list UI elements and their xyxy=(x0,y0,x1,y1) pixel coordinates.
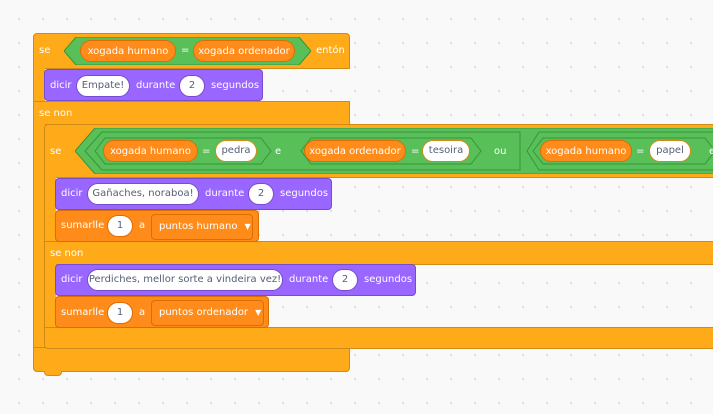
outer-if-label: se xyxy=(39,45,51,56)
say-draw-block[interactable] xyxy=(44,69,263,101)
say-lose-label: dicir xyxy=(61,274,83,285)
caret-down-icon: ▼ xyxy=(244,222,251,231)
inner-else-bar[interactable] xyxy=(44,241,713,265)
outer-else-arm[interactable] xyxy=(33,124,45,348)
outer-else-bar[interactable] xyxy=(33,101,350,125)
say-win-for-label: durante xyxy=(205,188,245,199)
inner-if-label: se xyxy=(50,146,62,157)
cond3-left-reporter[interactable]: xogada humano xyxy=(540,140,632,162)
add-computer-value-input[interactable]: 1 xyxy=(107,302,133,324)
inner-else-arm[interactable] xyxy=(44,264,56,328)
and-label-2: e xyxy=(709,146,713,157)
say-draw-seconds-input[interactable]: 2 xyxy=(179,75,205,97)
say-win-message[interactable]: Gañaches, noraboa! xyxy=(87,183,199,205)
say-draw-label: dicir xyxy=(50,80,72,91)
inner-else-label: se non xyxy=(50,248,84,259)
inner-if-footer[interactable] xyxy=(44,327,713,349)
say-draw-for-label: durante xyxy=(136,80,176,91)
add-computer-label: sumarlle xyxy=(61,307,105,318)
outer-if-arm[interactable] xyxy=(33,68,45,102)
say-lose-seconds-input[interactable]: 2 xyxy=(332,269,358,291)
inner-if-arm[interactable] xyxy=(44,177,56,242)
add-computer-variable-dropdown[interactable]: puntos ordenador ▼ xyxy=(151,300,264,326)
add-human-label: sumarlle xyxy=(61,220,105,231)
outer-left-reporter[interactable]: xogada humano xyxy=(80,40,176,62)
and-label-1: e xyxy=(275,146,282,157)
outer-equals-sign: = xyxy=(181,45,190,56)
say-draw-message[interactable]: Empate! xyxy=(76,75,130,97)
say-lose-unit-label: segundos xyxy=(364,274,413,285)
cond2-right-input[interactable]: tesoira xyxy=(422,140,470,162)
add-computer-variable-name: puntos ordenador xyxy=(159,307,249,318)
say-lose-for-label: durante xyxy=(289,274,329,285)
outer-bottom-notch xyxy=(44,371,62,376)
cond2-left-reporter[interactable]: xogada ordenador xyxy=(304,140,406,162)
say-draw-unit-label: segundos xyxy=(211,80,260,91)
add-human-to-label: a xyxy=(139,220,146,231)
or-label: ou xyxy=(494,146,507,157)
add-human-variable-dropdown[interactable]: puntos humano ▼ xyxy=(151,214,253,240)
caret-down-icon: ▼ xyxy=(255,308,262,317)
cond1-left-reporter[interactable]: xogada humano xyxy=(103,140,198,162)
cond3-equals-sign: = xyxy=(636,146,645,157)
outer-then-label: entón xyxy=(316,45,345,56)
outer-right-reporter[interactable]: xogada ordenador xyxy=(193,40,295,62)
say-win-unit-label: segundos xyxy=(280,188,329,199)
say-win-label: dicir xyxy=(61,188,83,199)
cond3-right-input[interactable]: papel xyxy=(649,140,691,162)
outer-else-label: se non xyxy=(39,108,73,119)
add-human-value-input[interactable]: 1 xyxy=(107,215,133,237)
say-lose-message[interactable]: Perdiches, mellor sorte a vindeira vez! xyxy=(87,269,283,291)
cond2-equals-sign: = xyxy=(411,146,420,157)
cond1-equals-sign: = xyxy=(202,146,211,157)
outer-if-footer[interactable] xyxy=(33,347,350,372)
add-human-variable-name: puntos humano xyxy=(159,221,238,232)
say-win-seconds-input[interactable]: 2 xyxy=(248,183,274,205)
cond1-right-input[interactable]: pedra xyxy=(215,140,257,162)
add-computer-to-label: a xyxy=(139,307,146,318)
